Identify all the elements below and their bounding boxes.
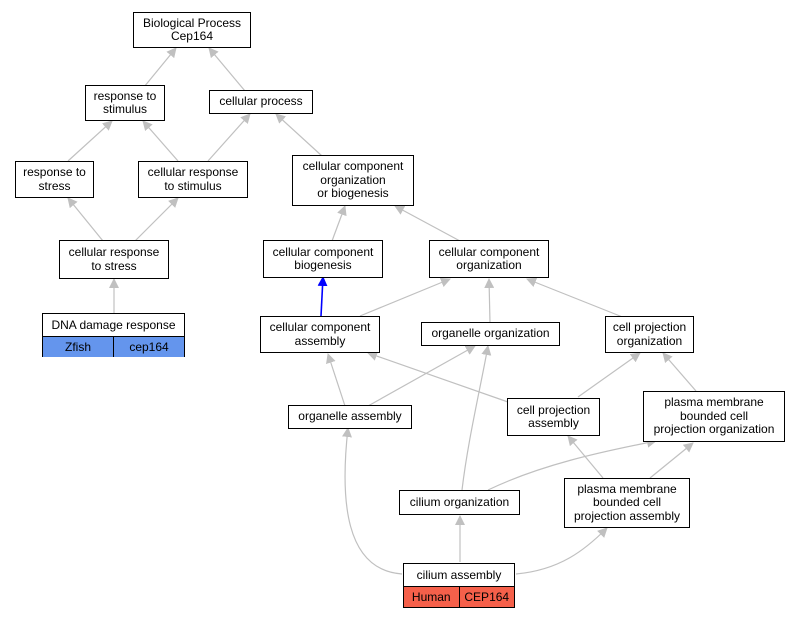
node-organelle-organization[interactable]: organelle organization: [421, 322, 560, 346]
edge-pmbcpa-pmbcpo: [649, 442, 694, 479]
species-cell: Zfish: [64, 340, 91, 354]
node-cellular-response-to-stress[interactable]: cellular response to stress: [59, 240, 169, 279]
node-cell-projection-organization[interactable]: cell projection organization: [605, 316, 694, 353]
node-cilium-organization[interactable]: cilium organization: [399, 490, 520, 515]
node-cellular-response-to-stimulus[interactable]: cellular response to stimulus: [138, 161, 248, 198]
node-response-to-stress[interactable]: response to stress: [15, 161, 94, 198]
node-biological-process[interactable]: Biological Process Cep164: [133, 12, 251, 48]
edge-oo-cco: [484, 278, 495, 324]
node-pmbcpo[interactable]: plasma membrane bounded cell projection …: [643, 391, 785, 442]
edge-cp-bp: [208, 47, 246, 92]
edge-ccob-cp: [275, 113, 323, 157]
species-cell: Human: [411, 590, 451, 604]
edge-cpa-cpo: [577, 352, 641, 398]
node-cellular-component-organization[interactable]: cellular component organization: [429, 240, 549, 278]
edge-co-oo: [461, 345, 492, 491]
node-pmbcpa[interactable]: plasma membrane bounded cell projection …: [564, 478, 690, 528]
edge-oa-oo: [367, 345, 476, 407]
edge-pmbcpa-cpa: [567, 435, 604, 479]
edge-crts-rts: [142, 120, 179, 162]
node-organelle-assembly[interactable]: organelle assembly: [288, 405, 412, 429]
dna-damage-response-title: DNA damage response: [43, 314, 184, 337]
edge-cco-ccob: [394, 205, 461, 242]
gene-cell: CEP164: [458, 587, 515, 607]
edge-cpa-cca: [367, 351, 509, 403]
edge-oa-cca: [326, 353, 346, 407]
dna-damage-annotation-row: Zfish cep164: [43, 337, 184, 357]
node-cell-projection-assembly[interactable]: cell projection assembly: [507, 398, 600, 436]
cilium-assembly-annotation-row: Human CEP164: [404, 587, 514, 607]
node-ccob[interactable]: cellular component organization or bioge…: [292, 155, 414, 206]
edge-crtstress-rtstress: [67, 197, 104, 242]
edge-crts-cp: [207, 113, 251, 162]
edge-rts-bp: [143, 47, 177, 88]
edge-ccb-ccob: [331, 205, 347, 242]
edge-crtstress-crts: [134, 197, 179, 242]
node-response-to-stimulus[interactable]: response to stimulus: [85, 85, 165, 121]
cilium-assembly-title: cilium assembly: [404, 564, 514, 587]
node-cellular-process[interactable]: cellular process: [209, 90, 313, 114]
node-dna-damage-response[interactable]: DNA damage response Zfish cep164: [42, 313, 185, 357]
edge-cca-cco: [359, 277, 451, 317]
edge-co-pmbcpo: [487, 437, 657, 491]
edge-cpo-cco: [526, 277, 626, 319]
node-cellular-component-biogenesis[interactable]: cellular component biogenesis: [263, 240, 383, 278]
edge-cca-ccb: [317, 276, 328, 317]
gene-cell: cep164: [113, 337, 184, 357]
node-cellular-component-assembly[interactable]: cellular component assembly: [260, 316, 380, 353]
edge-rtstress-rts: [67, 120, 113, 162]
node-cilium-assembly[interactable]: cilium assembly Human CEP164: [403, 563, 515, 608]
edge-ca-oa: [342, 427, 403, 575]
edge-pmbcpo-cpo: [662, 352, 697, 392]
edge-ca-pmbcpa: [515, 527, 608, 575]
